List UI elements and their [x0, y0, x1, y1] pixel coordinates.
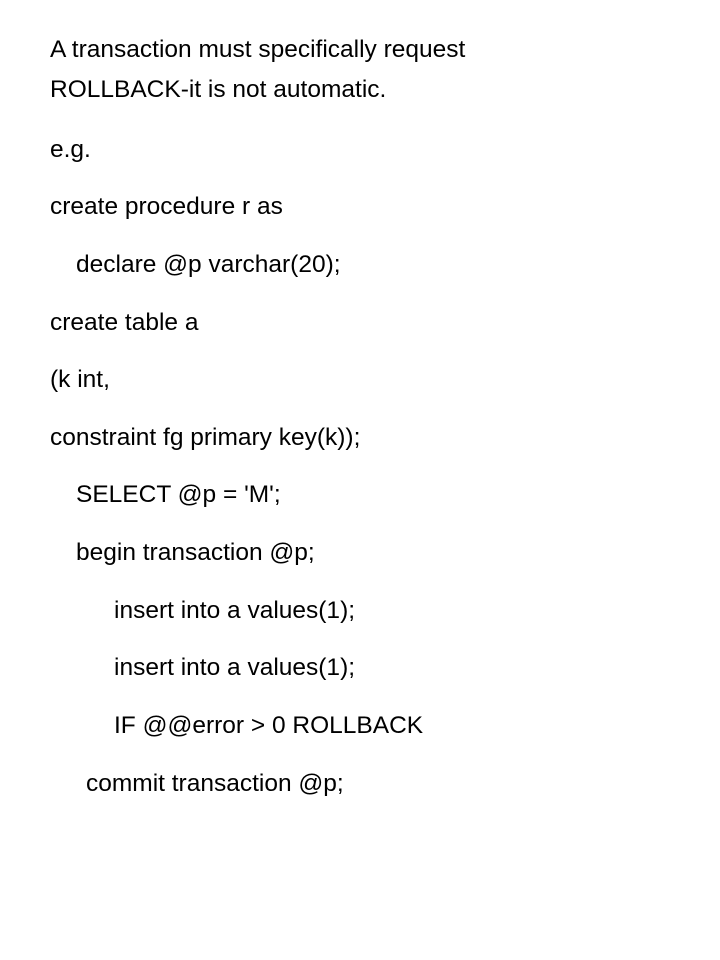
- example-label: e.g.: [50, 136, 91, 163]
- code-line: (k int,: [50, 366, 110, 393]
- intro-text-line-2: ROLLBACK-it is not automatic.: [50, 76, 387, 103]
- code-line: create procedure r as: [50, 193, 283, 220]
- intro-text-line-1: A transaction must specifically request: [50, 36, 466, 63]
- code-line: constraint fg primary key(k));: [50, 424, 361, 451]
- code-line: IF @@error > 0 ROLLBACK: [114, 712, 424, 739]
- code-line: commit transaction @p;: [86, 770, 344, 797]
- code-line: declare @p varchar(20);: [76, 251, 341, 278]
- code-line: insert into a values(1);: [114, 654, 356, 681]
- code-line: begin transaction @p;: [76, 539, 315, 566]
- code-line: insert into a values(1);: [114, 597, 356, 624]
- code-line: create table a: [50, 309, 199, 336]
- code-line: SELECT @p = 'M';: [76, 481, 281, 508]
